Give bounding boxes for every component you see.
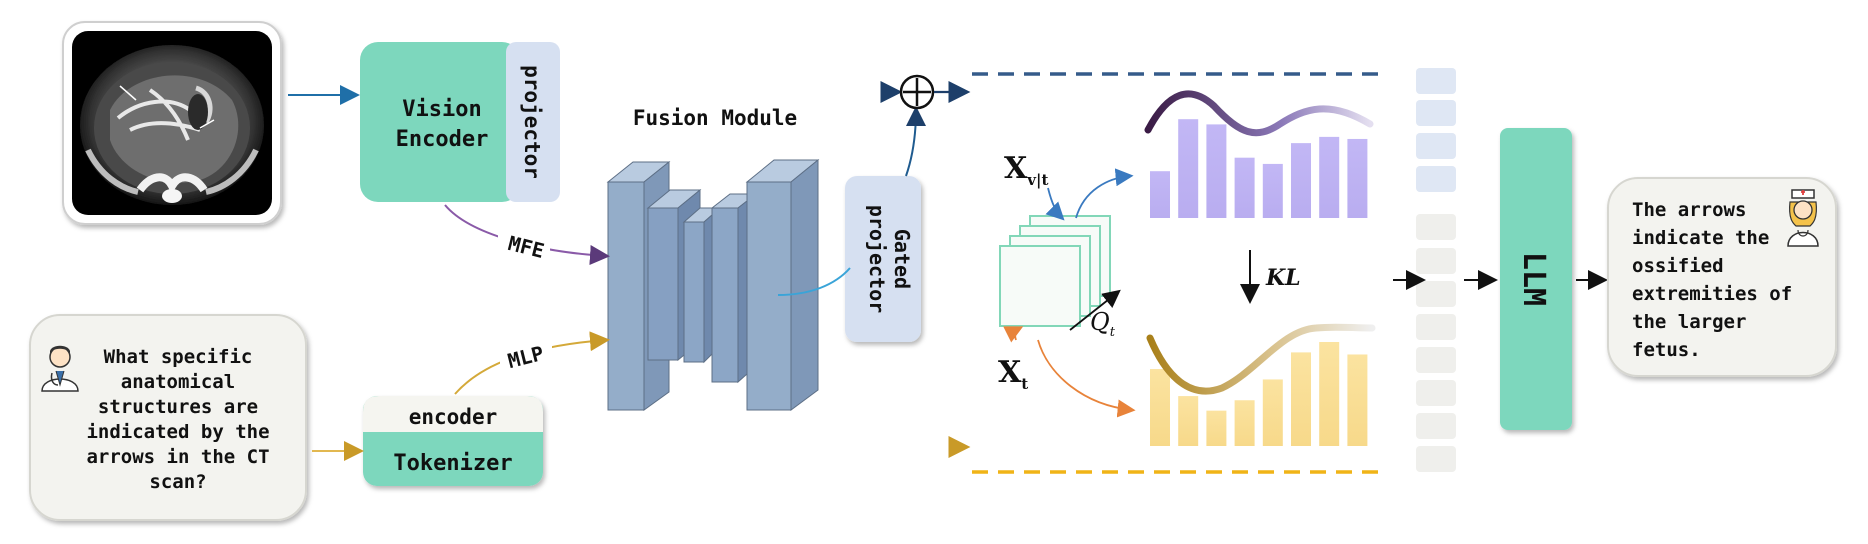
ct-scan-image: [62, 21, 282, 225]
visual-distribution-curve: [1144, 90, 1374, 137]
question-line: indicated by the: [86, 421, 269, 443]
answer-line: indicate the: [1632, 227, 1769, 249]
text-distribution: [1150, 342, 1368, 446]
visual-bar: [1319, 136, 1340, 218]
text-bar: [1234, 400, 1255, 446]
nurse-icon: [1787, 189, 1819, 247]
x-t-arrow: [1003, 326, 1024, 343]
add-circle-icon: [899, 74, 935, 110]
text-distribution-curve: [1146, 323, 1376, 395]
vision-encoder-label-line2: Encoder: [396, 127, 489, 152]
vision-encoder-label-line1: Vision: [402, 97, 481, 122]
alignment-box: [970, 72, 1390, 474]
question-line: anatomical: [121, 371, 235, 393]
to-text-dist-arrow: [1037, 339, 1136, 418]
visual-bar: [1347, 138, 1368, 218]
encoder-label: encoder: [409, 405, 498, 429]
kl-label: KL: [1265, 265, 1301, 291]
fusion-to-gated-arrow: [777, 267, 851, 296]
doctor-icon: [41, 345, 79, 392]
answer-text: The arrows indicate the ossified extremitie…: [1632, 199, 1792, 361]
visual-bar: [1178, 119, 1199, 218]
llm-box: [1500, 128, 1572, 430]
text-bar: [1347, 354, 1368, 446]
answer-line: fetus.: [1632, 339, 1701, 361]
visual-bar: [1262, 163, 1283, 218]
gated-to-merge-arrow: [905, 106, 926, 177]
text-encoder-top: [363, 396, 543, 432]
gated-projector-label-line1: Gated: [890, 229, 914, 289]
llm-label: LLM: [1516, 252, 1551, 306]
answer-line: extremities of: [1632, 283, 1792, 305]
answer-line: ossified: [1632, 255, 1724, 277]
to-visual-dist-arrow: [1075, 168, 1134, 219]
token-column: [1416, 68, 1456, 472]
gated-projector-box: [845, 176, 921, 342]
visual-bar: [1234, 157, 1255, 218]
text-bar: [1206, 410, 1227, 446]
question-bubble: [29, 314, 307, 521]
question-line: structures are: [98, 396, 258, 418]
visual-distribution: [1150, 119, 1368, 218]
answer-line: The arrows: [1632, 199, 1746, 221]
question-text: What specific anatomical structures are ind…: [86, 346, 269, 493]
vision-encoder-box: [360, 42, 520, 202]
gated-projector-label-line2: projector: [865, 205, 889, 313]
question-line: arrows in the CT: [86, 446, 269, 468]
query-stack-icon: [999, 215, 1121, 331]
text-bar: [1178, 396, 1199, 446]
visual-bar: [1206, 124, 1227, 218]
tokenizer-label: Tokenizer: [393, 451, 512, 476]
x-vt-label: Xv|t: [1004, 151, 1048, 189]
visual-bar: [1291, 143, 1311, 218]
question-line: What specific: [104, 346, 253, 368]
text-bar: [1262, 379, 1283, 446]
text-bar: [1291, 352, 1311, 446]
question-line: scan?: [149, 471, 206, 493]
x-t-label: Xt: [998, 355, 1028, 393]
visual-bar: [1150, 171, 1170, 218]
projector-box: [506, 42, 560, 202]
answer-line: the larger: [1632, 311, 1746, 333]
fusion-module-blocks: [606, 158, 820, 411]
q-t-label: Qt: [1090, 308, 1116, 340]
answer-bubble: [1607, 177, 1837, 377]
x-vt-arrow: [1045, 187, 1065, 221]
fusion-module-label: Fusion Module: [633, 106, 797, 130]
projector-label: projector: [520, 65, 544, 179]
text-bar: [1150, 369, 1170, 446]
text-bar: [1319, 342, 1340, 446]
